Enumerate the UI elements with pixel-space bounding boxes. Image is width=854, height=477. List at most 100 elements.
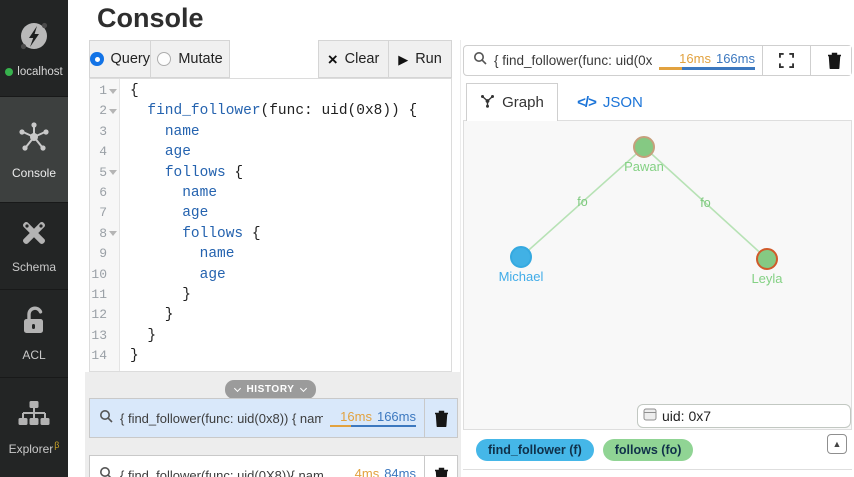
line-number: 14	[91, 346, 107, 366]
sidebar: localhost Console	[0, 0, 68, 477]
fullscreen-icon	[779, 53, 794, 68]
editor-line: 9 name	[90, 244, 451, 264]
line-number: 5	[99, 163, 107, 183]
search-icon	[99, 466, 113, 477]
editor-line: 14}	[90, 346, 451, 366]
history-pill-row: HISTORY	[89, 378, 452, 399]
graph-node-label: Michael	[499, 269, 544, 284]
query-timing: 4ms84ms	[330, 466, 416, 477]
editor-line: 6 name	[90, 183, 451, 203]
mutate-radio[interactable]: Mutate	[150, 40, 230, 78]
clear-button[interactable]: × Clear	[318, 40, 389, 78]
tab-graph[interactable]: Graph	[466, 83, 558, 121]
fold-marker-icon[interactable]	[109, 231, 117, 236]
radio-unchecked-icon	[157, 52, 171, 66]
fullscreen-button[interactable]	[770, 46, 803, 75]
graph-canvas[interactable]: fofoPawanMichaelLeyla uid: 0x7	[463, 120, 852, 430]
editor-toolbar: Query Mutate × Clear ▶ Run	[89, 40, 452, 78]
history-query-text: { find_follower(func: uid(0x8)) { nam...	[120, 411, 323, 426]
code-text: age	[120, 265, 226, 285]
trash-icon	[434, 410, 449, 427]
uid-window-icon	[643, 408, 657, 424]
editor-line: 1{	[90, 81, 451, 101]
history-item[interactable]: { find_follower(func: uid(0X8)){ nam... 4…	[89, 455, 458, 477]
code-text: follows {	[120, 163, 243, 183]
line-number: 10	[91, 265, 107, 285]
tooltip-text: uid: 0x7	[662, 408, 711, 424]
chevron-down-icon	[234, 385, 241, 392]
total-latency: 84ms	[384, 466, 416, 477]
query-editor[interactable]: 1{2 find_follower(func: uid(0x8)) {3 nam…	[89, 78, 452, 372]
total-latency: 166ms	[377, 409, 416, 424]
query-radio[interactable]: Query	[89, 40, 151, 78]
line-number: 4	[99, 142, 107, 162]
sidebar-item-localhost[interactable]: localhost	[0, 0, 68, 97]
column-divider	[460, 40, 461, 477]
editor-line: 4 age	[90, 142, 451, 162]
clear-x-icon: ×	[328, 51, 338, 68]
graph-network-icon	[480, 93, 495, 112]
delete-history-button[interactable]	[424, 399, 457, 437]
page-title: Console	[97, 3, 204, 34]
fold-marker-icon[interactable]	[109, 89, 117, 94]
graph-node[interactable]	[634, 137, 654, 157]
code-text: age	[120, 142, 191, 162]
query-timing: 16ms166ms	[330, 409, 416, 428]
graph-node[interactable]	[511, 247, 531, 267]
graph-node-label: Leyla	[751, 271, 783, 286]
editor-line: 5 follows {	[90, 163, 451, 183]
legend-pill: follows (fo)	[603, 439, 694, 461]
history-toggle[interactable]: HISTORY	[225, 380, 315, 399]
sidebar-item-console[interactable]: Console	[0, 97, 68, 203]
fold-marker-icon[interactable]	[109, 170, 117, 175]
sidebar-item-acl[interactable]: ACL	[0, 290, 68, 378]
delete-history-button[interactable]	[424, 456, 457, 477]
history-item-main[interactable]: { find_follower(func: uid(0X8)){ nam... 4…	[90, 456, 424, 477]
fold-marker-icon[interactable]	[109, 109, 117, 114]
line-number: 8	[99, 224, 107, 244]
code-text: name	[120, 183, 217, 203]
history-item-main[interactable]: { find_follower(func: uid(0x8)) { nam...…	[90, 399, 424, 437]
clear-result-trash-button[interactable]	[818, 46, 851, 75]
console-network-icon	[17, 120, 51, 159]
node-tooltip: uid: 0x7	[637, 404, 851, 428]
tab-json[interactable]: </> JSON	[558, 83, 662, 121]
search-icon	[473, 51, 487, 70]
line-number: 6	[99, 183, 107, 203]
sidebar-item-explorer[interactable]: Explorerβ	[0, 378, 68, 477]
sidebar-item-label: Console	[12, 166, 56, 180]
sitemap-icon	[18, 400, 50, 433]
graph-node[interactable]	[757, 249, 777, 269]
summary-timing: 16ms 166ms	[659, 51, 755, 70]
summary-query-text: { find_follower(func: uid(0x8)) { n...	[494, 53, 652, 68]
sidebar-item-label: Explorerβ	[9, 440, 60, 456]
code-text: follows {	[120, 224, 261, 244]
history-query-text: { find_follower(func: uid(0X8)){ nam...	[120, 468, 323, 477]
editor-line: 10 age	[90, 265, 451, 285]
connection-label: localhost	[5, 66, 62, 78]
editor-line: 2 find_follower(func: uid(0x8)) {	[90, 101, 451, 121]
server-latency: 16ms	[679, 51, 711, 66]
run-button[interactable]: ▶ Run	[388, 40, 452, 78]
editor-line: 8 follows {	[90, 224, 451, 244]
code-text: }	[120, 326, 156, 346]
sidebar-item-label: Schema	[12, 260, 56, 274]
sidebar-item-schema[interactable]: Schema	[0, 203, 68, 290]
line-number: 3	[99, 122, 107, 142]
graph-svg: fofoPawanMichaelLeyla	[464, 121, 851, 429]
result-summary-bar[interactable]: { find_follower(func: uid(0x8)) { n... 1…	[463, 45, 852, 76]
code-icon: </>	[577, 94, 596, 111]
line-number: 11	[91, 285, 107, 305]
graph-edge-label: fo	[700, 196, 710, 210]
graph-node-label: Pawan	[624, 159, 664, 174]
dgraph-logo-icon	[16, 18, 52, 59]
graph-legend: find_follower (f)follows (fo) ▲	[463, 430, 852, 470]
editor-line: 11 }	[90, 285, 451, 305]
editor-line: 7 age	[90, 203, 451, 223]
sidebar-item-label: ACL	[22, 348, 45, 362]
collapse-legend-button[interactable]: ▲	[827, 434, 847, 454]
radio-checked-icon	[90, 52, 104, 66]
history-item[interactable]: { find_follower(func: uid(0x8)) { nam...…	[89, 398, 458, 438]
code-text: }	[120, 285, 191, 305]
